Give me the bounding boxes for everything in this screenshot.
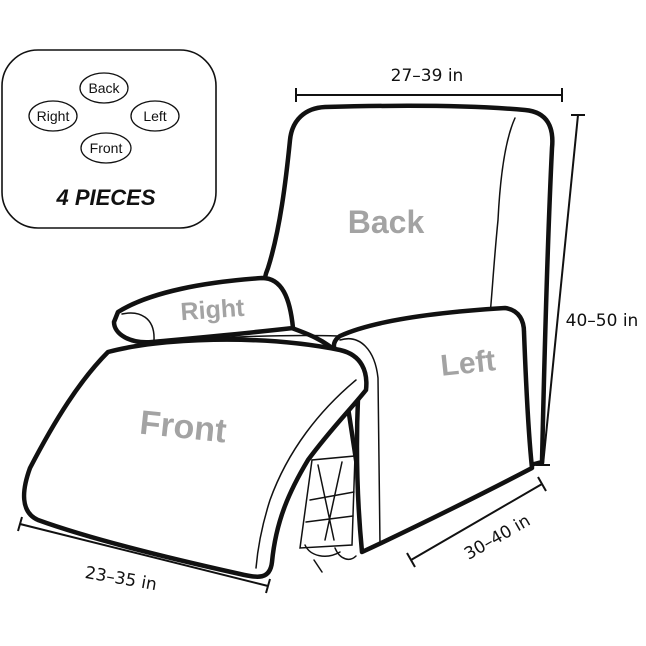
dimension-width: 27–39 in	[295, 66, 563, 102]
dimension-height-label: 40–50 in	[566, 311, 639, 331]
dimension-footrest-width-label: 23–35 in	[83, 563, 158, 595]
chair-label-back: Back	[348, 204, 425, 240]
legend-title: 4 PIECES	[55, 185, 155, 210]
legend: Back Right Left Front 4 PIECES	[1, 49, 217, 229]
legend-pill-front: Front	[80, 132, 132, 164]
legend-pill-back: Back	[79, 72, 129, 104]
legend-pill-right-label: Right	[37, 108, 70, 124]
legend-pill-left: Left	[130, 100, 180, 132]
legend-pill-front-label: Front	[90, 140, 123, 156]
legend-pill-right: Right	[28, 100, 78, 132]
dimension-depth-label: 30–40 in	[461, 511, 534, 565]
legend-pill-left-label: Left	[143, 108, 166, 124]
recliner-mechanism	[299, 455, 357, 573]
right-arm-piece	[111, 275, 296, 345]
recliner-chair	[21, 103, 555, 579]
front-inner-edge	[255, 379, 357, 569]
front-piece	[21, 337, 369, 579]
dimension-width-label: 27–39 in	[391, 66, 464, 86]
chair-label-right: Right	[180, 294, 246, 326]
dimension-height: 40–50 in	[536, 114, 639, 466]
legend-pill-back-label: Back	[88, 80, 120, 96]
back-side-seam	[489, 117, 516, 316]
chair-label-left: Left	[439, 344, 497, 383]
chair-label-front: Front	[138, 404, 228, 451]
